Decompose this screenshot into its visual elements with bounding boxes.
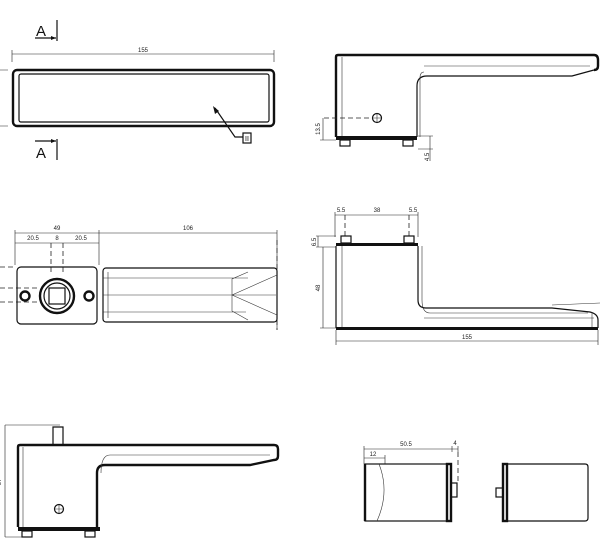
dimension-pin-right: 5.5	[409, 208, 418, 214]
dimension-length: 155	[138, 48, 149, 54]
section-marker-top: A	[36, 23, 46, 40]
screw-hole-left	[19, 290, 31, 302]
stub-right	[495, 487, 504, 498]
foot-left	[21, 530, 33, 538]
handle-outline	[11, 68, 276, 128]
dimension-offset-left: 20.5	[27, 236, 39, 242]
dimension-lines-top	[14, 230, 278, 330]
spindle-square	[48, 287, 66, 305]
rosette	[38, 277, 76, 315]
plan-view: 49 106 20.5 8 20.5	[0, 226, 278, 330]
callout-box	[242, 132, 252, 144]
top-view: A A 155 II	[0, 20, 276, 162]
side-view: 13.5 4.5	[316, 53, 600, 161]
rose-cover-right	[507, 463, 589, 522]
lever-profile	[334, 53, 600, 137]
foot-right	[84, 530, 96, 538]
dimension-chamfer: 12	[370, 452, 377, 458]
dimension-pin-left: 5.5	[337, 208, 346, 214]
section-marker-bottom: A	[36, 145, 46, 162]
callout-label: II	[245, 136, 249, 143]
dimension-pin-height: 4.5	[425, 152, 431, 161]
rear-view: 67	[0, 424, 280, 538]
rose-plate	[16, 266, 98, 325]
dimension-height: 48	[316, 284, 322, 291]
rose-detail: 50.5 12 4	[363, 441, 589, 523]
dimension-rose-width: 49	[54, 226, 61, 232]
rose-cover-left	[364, 463, 448, 522]
dimension-height-rear: 67	[0, 478, 3, 485]
foot-left	[339, 139, 351, 147]
lever-profile-rear	[16, 443, 280, 527]
dimension-pin-length: 6.5	[312, 237, 318, 246]
dimension-lever-length: 106	[183, 226, 194, 232]
screw-hole-right	[83, 290, 95, 302]
dimension-length-front: 155	[462, 335, 473, 341]
dimension-screw-height: 13.5	[316, 123, 322, 135]
dimension-offset-right: 20.5	[75, 236, 87, 242]
extension-lines	[0, 69, 8, 127]
pin-left	[340, 235, 352, 244]
dimension-line-length	[11, 50, 275, 62]
stub-left	[450, 482, 458, 498]
lever-profile-front	[335, 246, 599, 328]
front-view: 5.5 38 5.5 6.5 48 155	[312, 208, 600, 345]
handle-inner-outline	[18, 73, 270, 123]
dimension-spindle: 8	[55, 236, 59, 242]
callout-leader	[214, 107, 243, 138]
dimension-plate: 4	[453, 441, 457, 447]
dimension-pin-spacing: 38	[374, 208, 381, 214]
pin-right	[403, 235, 415, 244]
top-plate	[336, 243, 418, 246]
base-plate	[336, 136, 417, 140]
dimension-rose-length: 50.5	[400, 442, 412, 448]
foot-right	[402, 139, 414, 147]
